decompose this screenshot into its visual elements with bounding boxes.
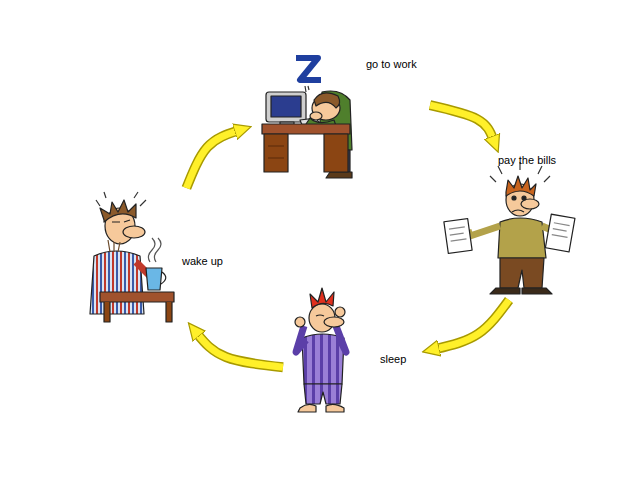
stage-label: go to work	[366, 58, 417, 71]
arrow-outline	[430, 105, 493, 139]
cycle-arrow	[436, 300, 509, 349]
stage-node: wake up	[80, 188, 232, 325]
stage-label: pay the bills	[498, 154, 556, 167]
stage-node: pay the bills	[438, 150, 580, 300]
stage-node: go to work	[250, 48, 430, 175]
stage-node: sleep	[283, 285, 423, 422]
stage-label: wake up	[182, 255, 223, 268]
sleeper-figure	[295, 288, 346, 412]
cycle-arrow	[197, 334, 283, 367]
arrow-body	[430, 105, 493, 139]
stage-label: sleep	[380, 353, 406, 366]
waking-man-figure	[90, 192, 174, 322]
arrow-outline	[186, 131, 237, 188]
arrow-body	[197, 334, 283, 367]
arrow-body	[186, 131, 237, 188]
arrow-outline	[436, 300, 509, 349]
arrow-outline	[197, 334, 283, 367]
desk-sleeper-figure	[262, 58, 352, 178]
arrow-body	[436, 300, 509, 349]
cycle-arrow	[186, 131, 237, 188]
bill-payer-figure	[444, 162, 575, 294]
cycle-arrow	[430, 105, 493, 139]
